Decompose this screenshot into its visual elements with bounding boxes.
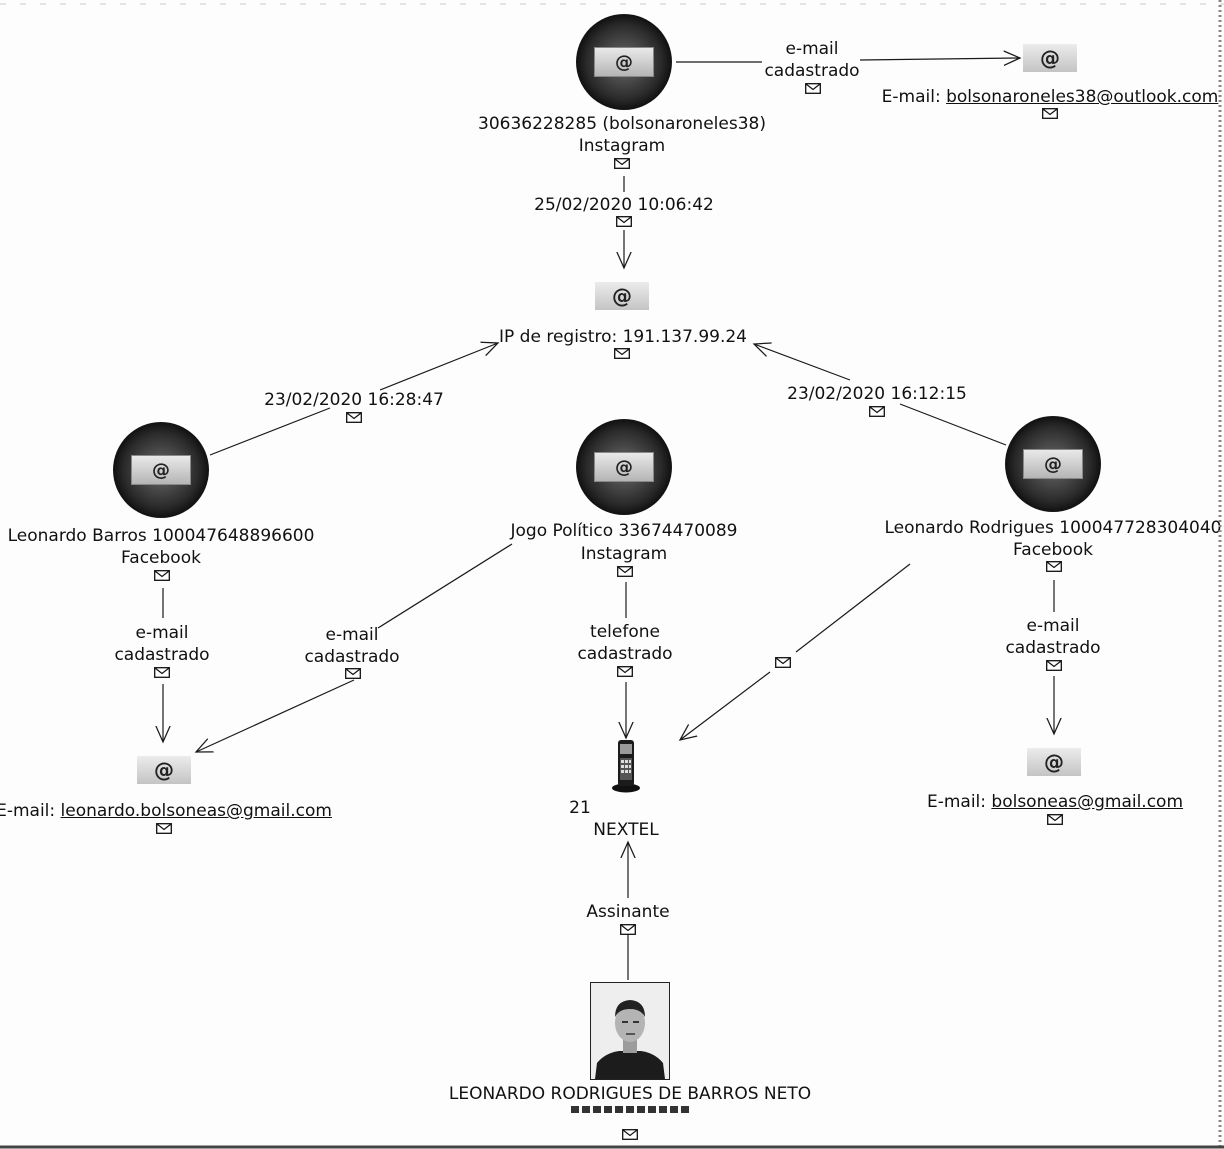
envelope-icon[interactable] <box>1042 108 1058 119</box>
email-at-icon: @ <box>1040 46 1060 70</box>
email-address-link[interactable]: bolsoneas@gmail.com <box>991 792 1184 812</box>
envelope-icon[interactable] <box>869 406 885 417</box>
envelope-icon[interactable] <box>345 668 361 679</box>
rodrigues-platform: Facebook <box>1013 540 1093 560</box>
envelope-icon[interactable] <box>154 570 170 581</box>
facebook-account-icon: @ <box>131 455 191 485</box>
email-at-icon: @ <box>1044 750 1064 774</box>
edge-rodrigues-to-phone <box>795 563 911 653</box>
envelope-icon[interactable] <box>614 158 630 169</box>
instagram-top-name: 30636228285 (bolsonaroneles38) <box>478 114 766 134</box>
ip-at-icon: @ <box>612 284 632 308</box>
email-prefix: E-mail: <box>0 801 61 821</box>
edge-label-assinante: Assinante <box>586 902 670 922</box>
instagram-account-node-top[interactable]: @ <box>576 14 672 110</box>
mobile-phone-icon[interactable] <box>606 738 646 794</box>
at-glyph: @ <box>615 51 633 73</box>
edge-rodrigues-to-ip-2 <box>754 344 851 381</box>
phone-carrier: NEXTEL <box>593 820 659 840</box>
edge-jogo-to-email-2 <box>196 679 355 752</box>
email-at-icon: @ <box>154 758 174 782</box>
at-glyph: @ <box>1044 453 1062 475</box>
at-glyph: @ <box>615 456 633 478</box>
edge-barros-to-ip-2 <box>379 343 498 391</box>
edge-timestamp-label: 23/02/2020 16:28:47 <box>264 390 444 410</box>
edge-label-line2: cadastrado <box>114 645 210 665</box>
envelope-icon[interactable] <box>775 657 791 668</box>
instagram-account-icon: @ <box>594 47 654 77</box>
envelope-icon[interactable] <box>1047 814 1063 825</box>
edge-timestamp-label: 23/02/2020 16:12:15 <box>787 384 967 404</box>
edge-label-line2: cadastrado <box>577 644 673 664</box>
envelope-icon[interactable] <box>617 666 633 677</box>
envelope-icon[interactable] <box>620 924 636 935</box>
email-left-label: E-mail: leonardo.bolsoneas@gmail.com <box>0 800 332 822</box>
edge-label-line1: e-mail <box>325 625 379 645</box>
instagram-account-node-jogo-politico[interactable]: @ <box>576 419 672 515</box>
edge-label-line2: cadastrado <box>764 61 860 81</box>
person-name: LEONARDO RODRIGUES DE BARROS NETO <box>448 1084 812 1104</box>
ip-node[interactable]: @ <box>595 282 649 310</box>
person-id-cut-off <box>560 1106 700 1113</box>
jogo-politico-name: Jogo Político 33674470089 <box>510 521 738 541</box>
instagram-account-icon: @ <box>594 452 654 482</box>
envelope-icon[interactable] <box>1046 561 1062 572</box>
person-photo-icon <box>591 983 669 1079</box>
envelope-icon[interactable] <box>616 216 632 227</box>
edge-rodrigues-to-phone-2 <box>680 671 771 740</box>
email-prefix: E-mail: <box>926 792 992 812</box>
envelope-icon[interactable] <box>156 823 172 834</box>
edge-barros-to-ip <box>209 407 331 456</box>
envelope-icon[interactable] <box>346 412 362 423</box>
phone-area-code: 21 <box>569 798 591 818</box>
email-address-link[interactable]: bolsonaroneles38@outlook.com <box>946 87 1219 107</box>
facebook-account-node-rodrigues[interactable]: @ <box>1005 416 1101 512</box>
edge-label-line1: e-mail <box>785 39 839 59</box>
edge-insta-to-email-2 <box>859 58 1020 60</box>
rodrigues-name: Leonardo Rodrigues 100047728304040 <box>884 518 1222 538</box>
email-address-link[interactable]: leonardo.bolsoneas@gmail.com <box>60 801 332 821</box>
edge-label-line1: telefone <box>590 622 660 642</box>
email-node-top[interactable]: @ <box>1023 44 1077 72</box>
email-top-label: E-mail: bolsonaroneles38@outlook.com <box>882 86 1219 108</box>
at-glyph: @ <box>152 459 170 481</box>
facebook-account-node-barros[interactable]: @ <box>113 422 209 518</box>
envelope-icon[interactable] <box>805 83 821 94</box>
ip-prefix: IP de registro: <box>499 327 623 347</box>
edge-label-line1: e-mail <box>135 623 189 643</box>
email-prefix: E-mail: <box>881 87 947 107</box>
jogo-politico-platform: Instagram <box>580 544 668 564</box>
email-node-left[interactable]: @ <box>137 756 191 784</box>
envelope-icon[interactable] <box>1046 660 1062 671</box>
envelope-icon[interactable] <box>617 566 633 577</box>
facebook-account-icon: @ <box>1023 449 1083 479</box>
person-node[interactable] <box>590 982 670 1080</box>
email-node-right[interactable]: @ <box>1027 748 1081 776</box>
edge-label-line2: cadastrado <box>1005 638 1101 658</box>
envelope-icon[interactable] <box>614 348 630 359</box>
edge-label-line2: cadastrado <box>304 647 400 667</box>
instagram-top-platform: Instagram <box>578 136 666 156</box>
ip-value: 191.137.99.24 <box>622 327 747 347</box>
edge-rodrigues-to-ip <box>899 403 1007 446</box>
email-right-label: E-mail: bolsoneas@gmail.com <box>927 791 1183 813</box>
edge-jogo-to-email <box>377 543 513 629</box>
edge-label-line1: e-mail <box>1026 616 1080 636</box>
barros-name: Leonardo Barros 100047648896600 <box>7 526 315 546</box>
ip-label: IP de registro: 191.137.99.24 <box>499 326 747 348</box>
barros-platform: Facebook <box>121 548 201 568</box>
envelope-icon[interactable] <box>622 1129 638 1140</box>
envelope-icon[interactable] <box>154 667 170 678</box>
edge-timestamp-label: 25/02/2020 10:06:42 <box>534 195 714 215</box>
